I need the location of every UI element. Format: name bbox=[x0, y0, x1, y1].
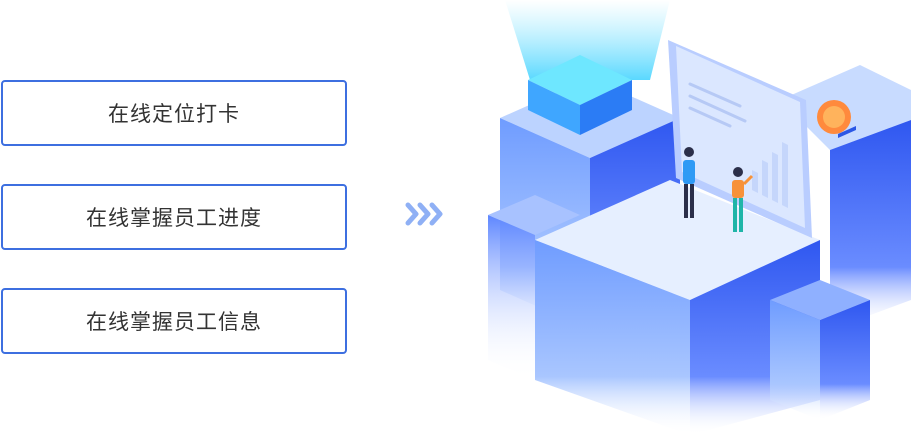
feature-list: 在线定位打卡 在线掌握员工进度 在线掌握员工信息 bbox=[0, 0, 360, 435]
person-figure bbox=[683, 147, 695, 218]
feature-employee-progress[interactable]: 在线掌握员工进度 bbox=[1, 184, 347, 250]
office-illustration bbox=[488, 0, 911, 435]
feature-employee-info[interactable]: 在线掌握员工信息 bbox=[1, 288, 347, 354]
person-figure bbox=[732, 167, 754, 232]
feature-label: 在线定位打卡 bbox=[108, 102, 240, 126]
feature-location-checkin[interactable]: 在线定位打卡 bbox=[1, 80, 347, 146]
feature-label: 在线掌握员工进度 bbox=[86, 206, 262, 230]
triple-chevron-right-icon bbox=[405, 202, 443, 226]
feature-label: 在线掌握员工信息 bbox=[86, 310, 262, 334]
